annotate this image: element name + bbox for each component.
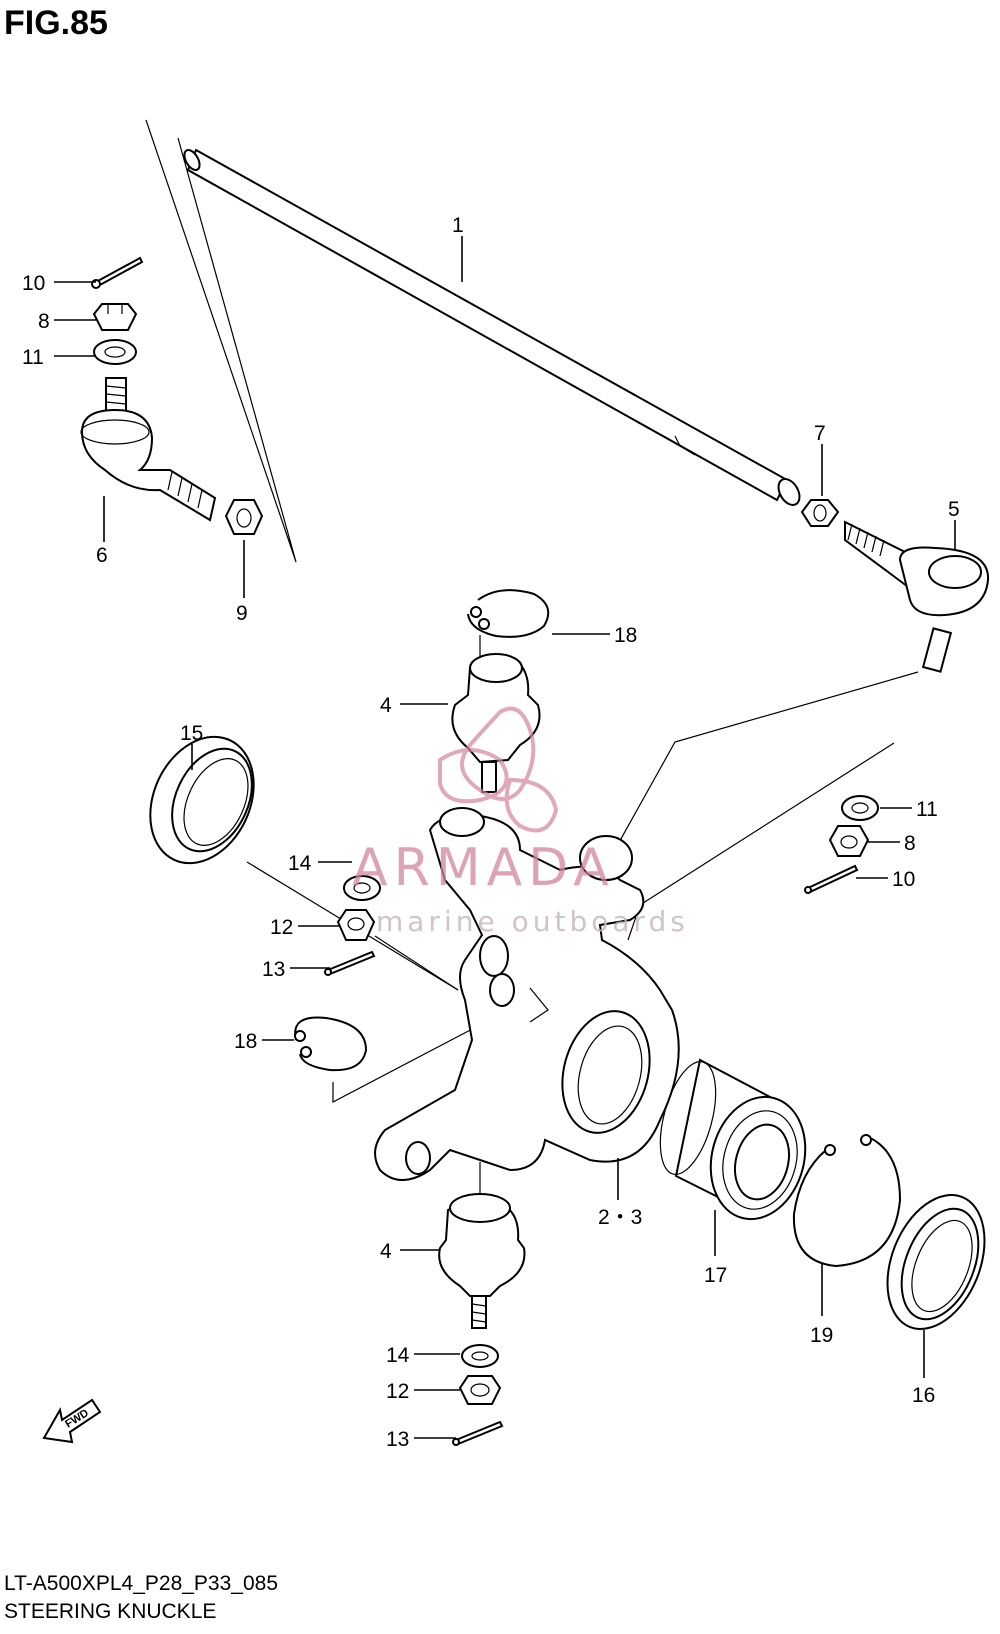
callout-10-right: 10 [892,868,915,891]
part-castle-nut-8a [92,303,138,331]
callout-14-lower: 14 [386,1344,410,1367]
part-steering-knuckle [374,807,680,1181]
fwd-arrow-icon: FWD [42,1398,102,1444]
part-circlip-19 [792,1134,902,1268]
figure-title: FIG.85 [4,4,108,42]
part-locknut-9 [224,499,264,535]
part-cotter-pin-13a [324,950,376,976]
callout-13-upper: 13 [262,958,285,981]
callout-2-3: 2・3 [598,1206,642,1229]
part-castle-nut-12b [458,1375,502,1405]
part-circlip-18a [467,589,550,638]
watermark-brand: ARMADA [352,838,615,898]
part-ball-joint-4b [438,1193,526,1329]
callout-19: 19 [810,1324,833,1347]
figure-code: LT-A500XPL4_P28_P33_085 [4,1572,279,1595]
callout-8-left: 8 [38,310,50,333]
part-castle-nut-8b [828,825,870,857]
callout-6: 6 [96,544,108,567]
callout-12-lower: 12 [386,1380,409,1403]
callout-13-lower: 13 [386,1428,409,1451]
callout-4-bottom: 4 [380,1240,392,1263]
part-washer-14b [461,1344,499,1368]
callout-1: 1 [452,214,464,237]
callout-7: 7 [814,422,826,445]
part-cotter-pin-10a [91,256,144,289]
callout-15: 15 [180,722,203,745]
callout-4-top: 4 [380,694,392,717]
part-wheel-bearing-17 [659,1058,807,1221]
callout-labels: 1 5 6 7 8 8 9 10 10 11 11 4 4 18 18 15 1… [22,214,960,1451]
part-washer-14a [343,875,381,901]
callout-11-right: 11 [916,798,938,821]
part-tie-rod-end-left [80,377,217,522]
part-washer-11b [841,795,879,821]
part-castle-nut-12a [336,909,376,941]
part-washer-11a [93,339,137,365]
part-tie-rod-end-right [844,520,990,673]
part-oil-seal-15 [149,735,255,865]
part-oil-seal-16 [886,1194,986,1330]
callout-5: 5 [948,498,960,521]
callout-9: 9 [236,602,248,625]
part-tie-rod [183,148,801,506]
part-ball-joint-4a [451,653,541,793]
callout-8-right: 8 [904,832,916,855]
callout-11-left: 11 [22,346,44,369]
figure-caption: STEERING KNUCKLE [4,1600,217,1623]
part-locknut-7 [800,499,840,527]
callout-18-top: 18 [614,624,637,647]
callout-18-left: 18 [234,1030,257,1053]
callout-14-upper: 14 [288,852,312,875]
leader-lines [54,236,956,1439]
part-cotter-pin-10b [804,864,859,894]
callout-12-upper: 12 [270,916,293,939]
callout-10-left: 10 [22,272,45,295]
watermark-tagline: marine outboards [376,905,689,938]
callout-16: 16 [912,1384,935,1407]
callout-17: 17 [704,1264,727,1287]
part-circlip-18b [294,1016,368,1072]
part-cotter-pin-13b [452,1420,504,1446]
watermark-logo-icon [438,706,559,833]
